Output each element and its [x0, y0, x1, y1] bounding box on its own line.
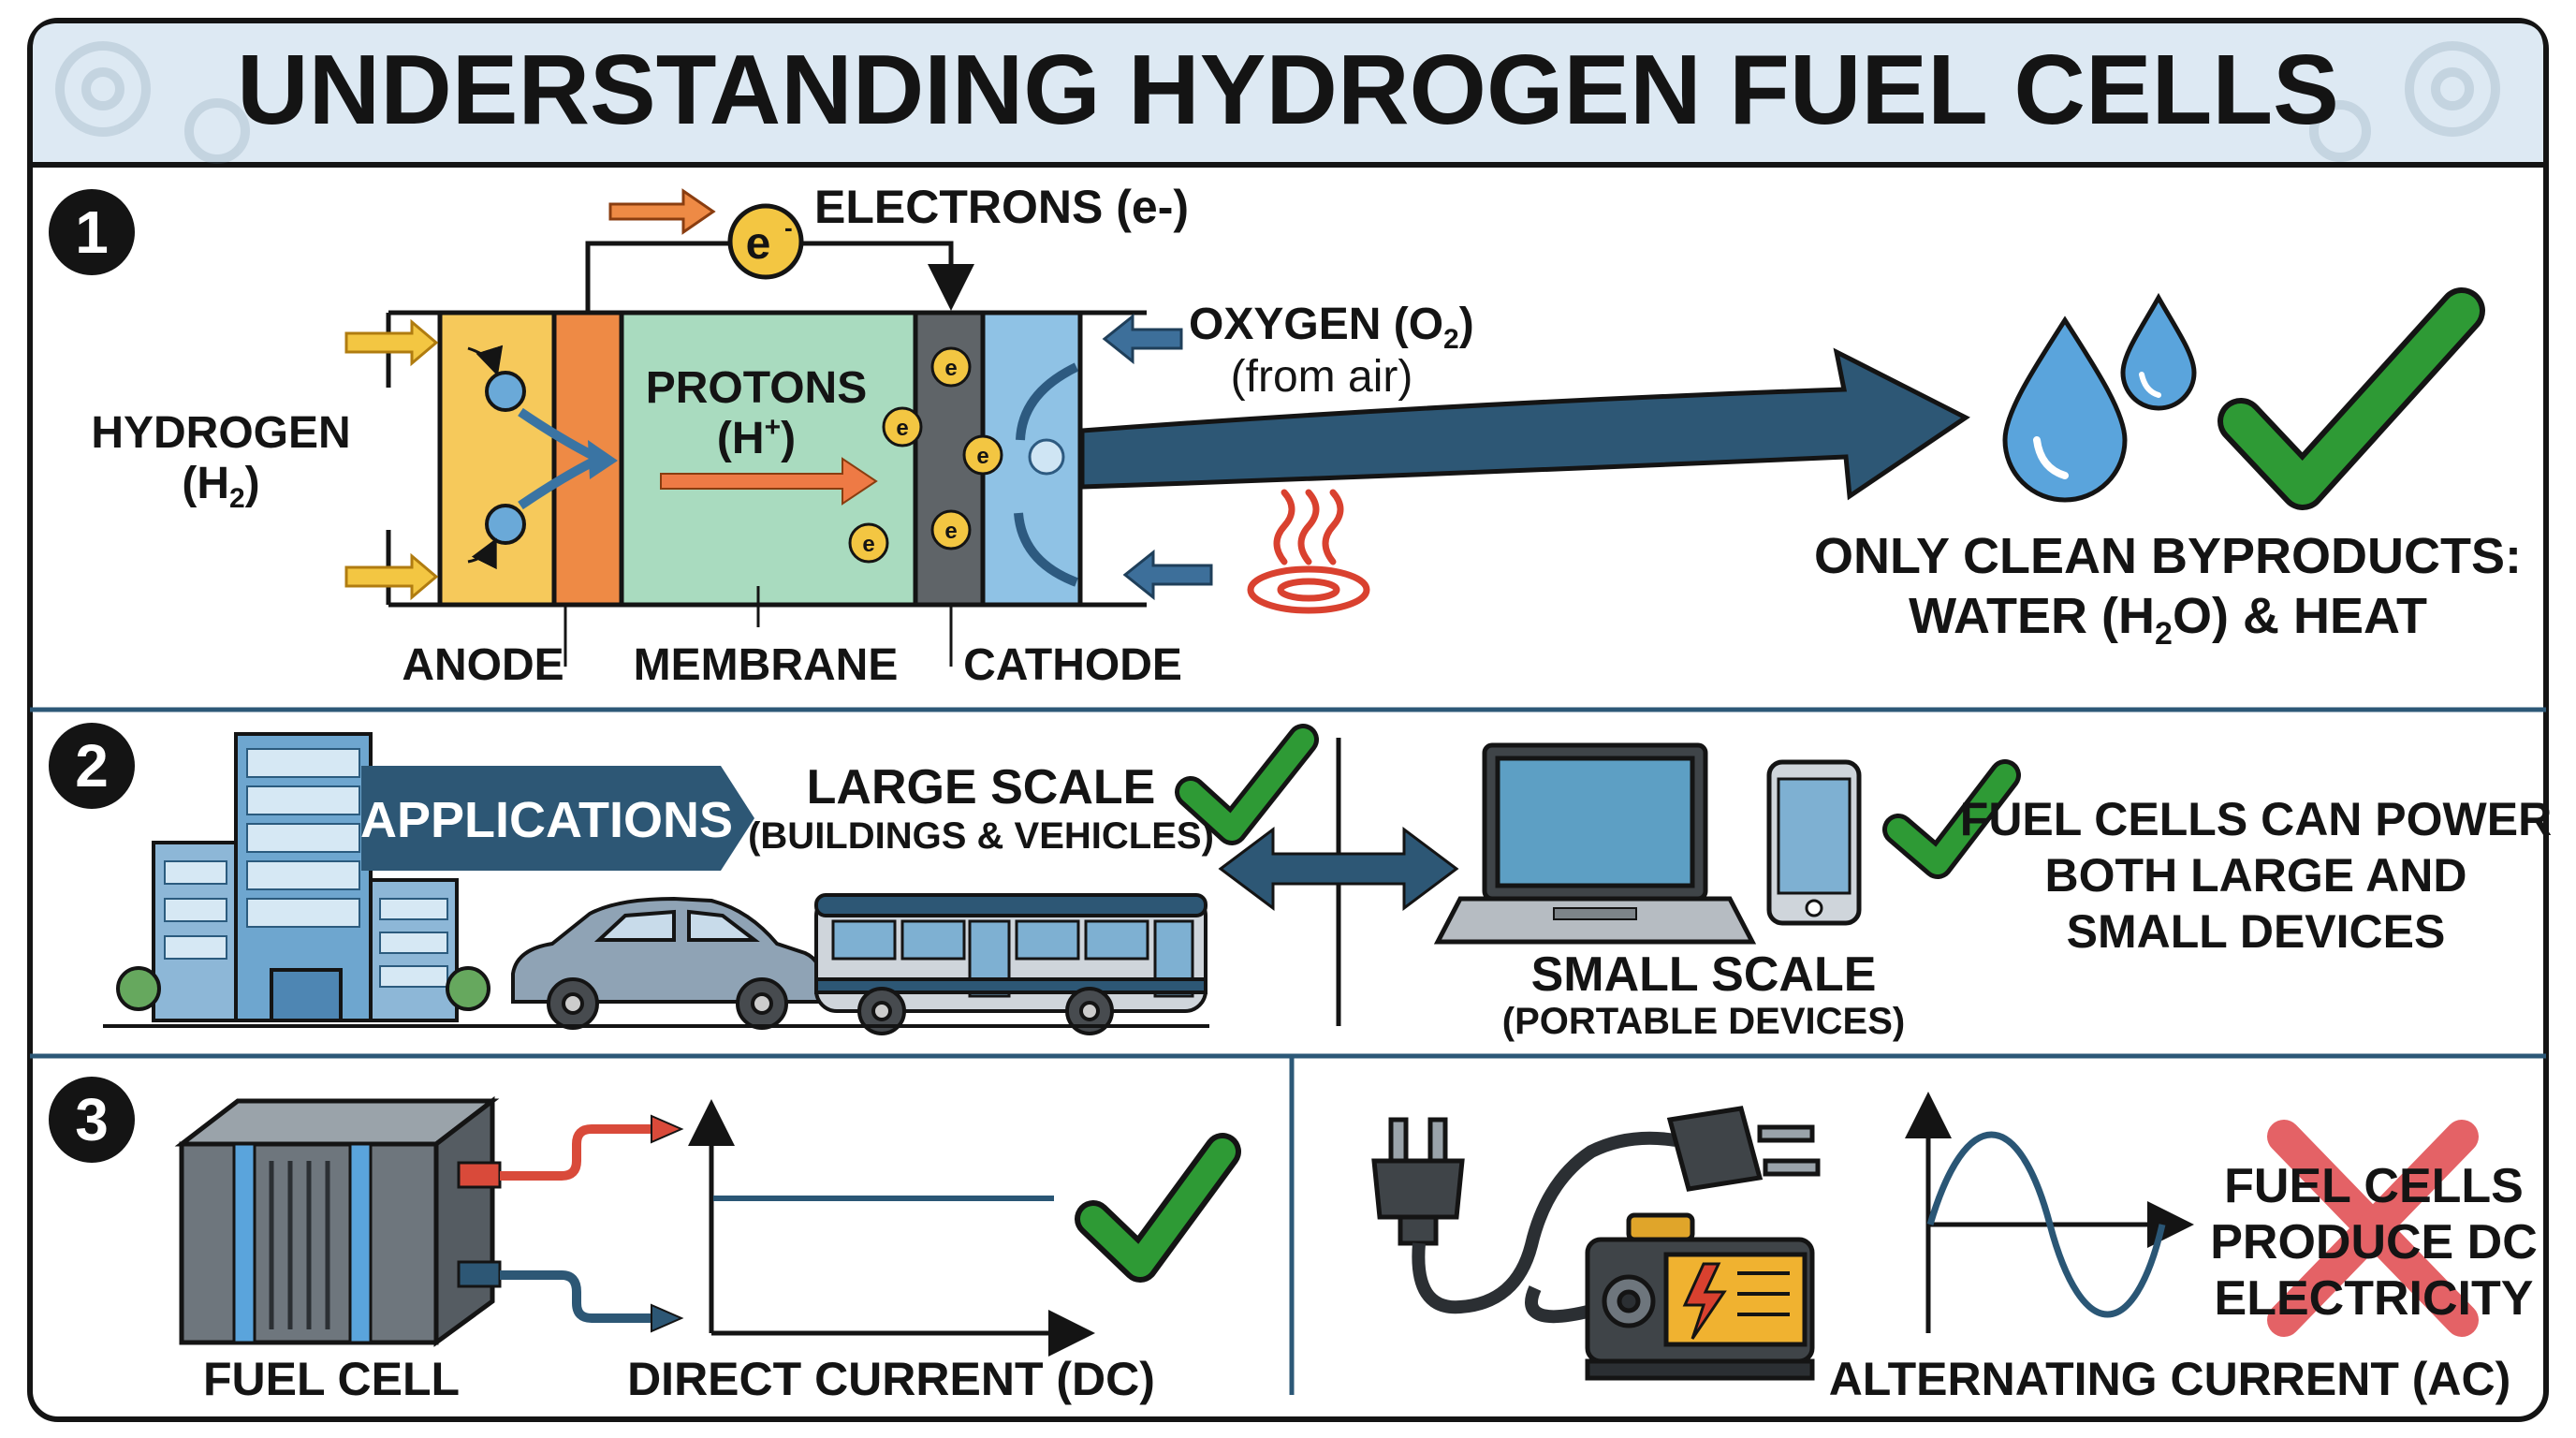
dc-label: DIRECT CURRENT (DC)	[627, 1353, 1155, 1405]
hydrogen-molecule	[485, 371, 526, 412]
generator-icon	[1585, 1212, 1815, 1381]
electron-flow-arrow	[608, 188, 716, 235]
fuel-cell-label: FUEL CELL	[203, 1353, 460, 1405]
section-1-fuel-cell-process: 1 e - ELECTRONS (e-)	[49, 181, 2522, 690]
water-drop-icon	[2002, 292, 2197, 503]
check-icon	[2223, 293, 2480, 505]
hydrogen-label: HYDROGEN	[91, 408, 350, 458]
section-number-badge	[49, 189, 135, 275]
svg-text:e: e	[976, 444, 988, 469]
summary-line-2: BOTH LARGE AND	[2045, 849, 2467, 902]
section-number: 2	[75, 732, 109, 800]
summary-line-3: SMALL DEVICES	[2067, 905, 2446, 958]
check-icon	[1887, 764, 2016, 874]
double-arrow-icon	[1218, 827, 1459, 911]
cross-icon	[2267, 1120, 2479, 1337]
small-scale-label: SMALL SCALE	[1531, 947, 1877, 1002]
protons-formula: (H+)	[717, 412, 796, 463]
fuel-cell-diagram: e e e e e	[344, 310, 1213, 608]
ac-wave	[1926, 1131, 2166, 1318]
byproducts-text: WATER (H2O) & HEAT	[1909, 588, 2427, 652]
membrane-label: MEMBRANE	[634, 640, 899, 690]
output-flow-arrow	[1079, 347, 1970, 501]
fuel-cell-stack-icon	[174, 1095, 502, 1347]
svg-text:-: -	[784, 213, 793, 242]
note-line-2: PRODUCE DC	[2210, 1215, 2538, 1269]
applications-label: APPLICATIONS	[360, 792, 733, 848]
title-bar: UNDERSTANDING HYDROGEN FUEL CELLS	[30, 23, 2546, 168]
section-number-badge	[49, 723, 135, 809]
hydrogen-inlet-arrow	[344, 552, 439, 601]
electron-icon	[848, 346, 1003, 564]
ac-chart	[1905, 1092, 2194, 1333]
svg-text:e: e	[746, 219, 771, 269]
note-line-1: FUEL CELLS	[2224, 1159, 2524, 1213]
electron-icon: e -	[727, 203, 804, 280]
byproducts-title: ONLY CLEAN BYPRODUCTS:	[1814, 528, 2522, 584]
svg-text:e: e	[862, 532, 874, 557]
protons-label: PROTONS	[646, 363, 867, 413]
hydrogen-formula: (H2)	[182, 459, 259, 514]
oxygen-inlet-arrow	[1122, 549, 1213, 601]
small-scale-note: (PORTABLE DEVICES)	[1502, 1001, 1905, 1042]
svg-text:e: e	[944, 356, 957, 381]
check-icon	[1179, 728, 1314, 841]
electrons-label: ELECTRONS (e-)	[814, 181, 1189, 233]
ac-label: ALTERNATING CURRENT (AC)	[1829, 1353, 2511, 1405]
anode-label: ANODE	[402, 640, 564, 690]
building-icon	[116, 732, 490, 1022]
hydrogen-inlet-arrow	[344, 318, 439, 367]
oxygen-inlet-arrow	[1102, 313, 1183, 365]
section-3-dc-vs-ac: 3 FUEL CELL DIRECT	[49, 1077, 2538, 1405]
phone-icon	[1766, 759, 1862, 926]
check-icon	[1080, 1138, 1236, 1277]
laptop-icon	[1433, 742, 1757, 945]
hydrogen-molecule	[485, 504, 526, 545]
anode-chamber	[437, 310, 557, 608]
proton-flow-arrow	[660, 457, 878, 506]
dc-chart	[688, 1099, 1095, 1357]
section-number: 1	[75, 198, 109, 266]
heat-icon	[1247, 489, 1370, 614]
plug-icon	[1371, 1106, 1821, 1324]
oxygen-molecule	[1028, 438, 1065, 476]
cathode-label: CATHODE	[963, 640, 1182, 690]
car-icon	[511, 896, 824, 1030]
note-line-3: ELECTRICITY	[2215, 1271, 2534, 1326]
section-2-applications: 2 APPLICATIONS	[49, 723, 2552, 1042]
gear-icon	[55, 41, 2500, 164]
applications-banner	[361, 766, 754, 871]
oxygen-label: OXYGEN (O2)	[1189, 300, 1474, 355]
section-number: 3	[75, 1086, 109, 1153]
summary-line-1: FUEL CELLS CAN POWER	[1960, 793, 2552, 845]
section-number-badge	[49, 1077, 135, 1163]
svg-text:e: e	[896, 416, 908, 441]
svg-text:e: e	[944, 519, 957, 544]
large-scale-label: LARGE SCALE	[807, 760, 1156, 814]
oxygen-note: (from air)	[1231, 352, 1413, 402]
large-scale-note: (BUILDINGS & VEHICLES)	[748, 815, 1214, 857]
page-title: UNDERSTANDING HYDROGEN FUEL CELLS	[237, 35, 2339, 145]
bus-icon	[814, 893, 1208, 1035]
